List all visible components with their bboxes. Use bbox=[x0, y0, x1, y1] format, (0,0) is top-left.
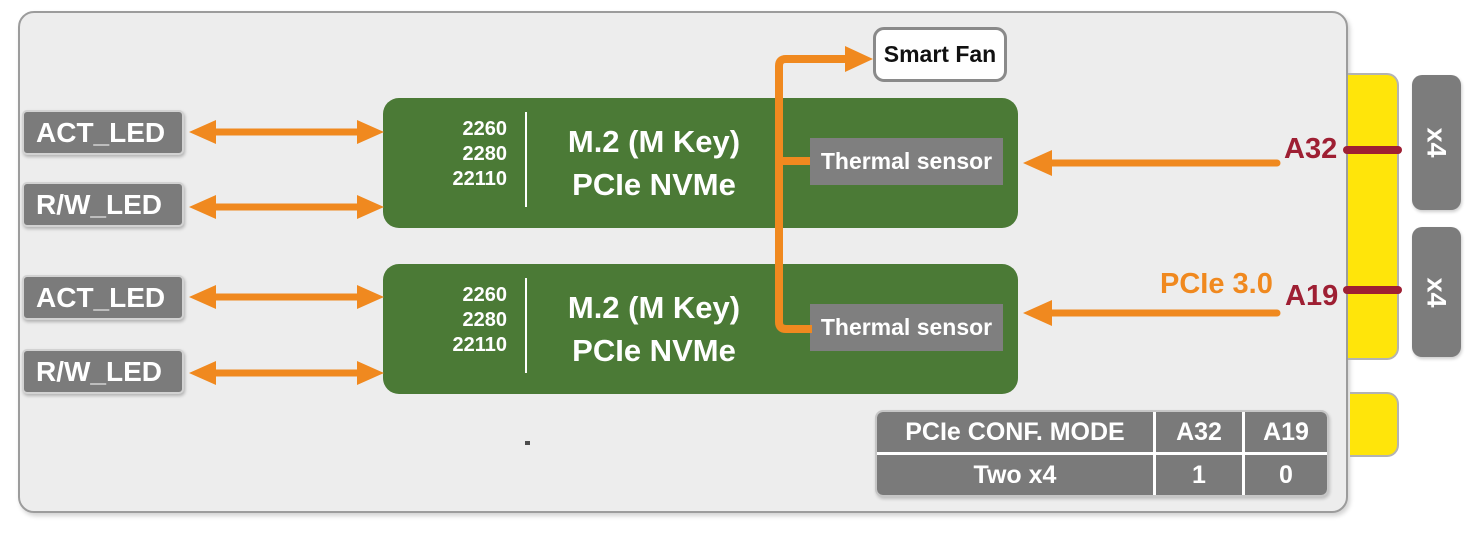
x4-lane-tab-2: x4 bbox=[1412, 227, 1461, 357]
m2-size: 2260 bbox=[462, 284, 508, 306]
m2-size: 2280 bbox=[462, 143, 508, 165]
m2-size: 2280 bbox=[462, 309, 508, 331]
rw-led-badge-1: R/W_LED bbox=[22, 182, 184, 227]
table-cell-a32-value: 1 bbox=[1156, 455, 1242, 495]
x4-lane-tab-2-label: x4 bbox=[1421, 276, 1452, 308]
thermal-sensor-2: Thermal sensor bbox=[810, 304, 1003, 351]
pcie-conf-mode-table: PCIe CONF. MODE A32 A19 Two x4 1 0 bbox=[875, 410, 1329, 497]
table-cell-mode-value: Two x4 bbox=[877, 455, 1153, 495]
x4-lane-tab-1: x4 bbox=[1412, 75, 1461, 210]
m2-module-1-sizes: 2260 2280 22110 bbox=[441, 117, 507, 192]
m2-module-2-sizes: 2260 2280 22110 bbox=[441, 283, 507, 358]
a32-pin-label: A32 bbox=[1284, 133, 1338, 165]
pcie-gen-label: PCIe 3.0 bbox=[1160, 268, 1273, 300]
m2-module-2: 2260 2280 22110 M.2 (M Key) PCIe NVMe Th… bbox=[383, 264, 1018, 394]
pcie-edge-connector-aux bbox=[1350, 392, 1399, 457]
m2-size: 2260 bbox=[462, 118, 508, 140]
smart-fan-box: Smart Fan bbox=[873, 27, 1007, 82]
stray-dot-mark bbox=[525, 441, 530, 445]
thermal-sensor-1: Thermal sensor bbox=[810, 138, 1003, 185]
pcie-edge-connector-main bbox=[1348, 73, 1399, 360]
m2-size: 22110 bbox=[452, 168, 507, 190]
m2-size-divider bbox=[525, 112, 527, 207]
table-header-a19: A19 bbox=[1245, 412, 1327, 452]
m2-module-1: 2260 2280 22110 M.2 (M Key) PCIe NVMe Th… bbox=[383, 98, 1018, 228]
m2-module-1-title: M.2 (M Key) PCIe NVMe bbox=[529, 120, 779, 206]
a19-pin-label: A19 bbox=[1285, 280, 1339, 312]
table-cell-a19-value: 0 bbox=[1245, 455, 1327, 495]
m2-title-line: PCIe NVMe bbox=[572, 167, 736, 202]
m2-size-divider bbox=[525, 278, 527, 373]
table-header-a32: A32 bbox=[1156, 412, 1242, 452]
table-header-mode: PCIe CONF. MODE bbox=[877, 412, 1153, 452]
act-led-badge-1: ACT_LED bbox=[22, 110, 184, 155]
m2-title-line: M.2 (M Key) bbox=[567, 124, 741, 159]
x4-lane-tab-1-label: x4 bbox=[1421, 127, 1452, 158]
act-led-badge-2: ACT_LED bbox=[22, 275, 184, 320]
m2-title-line: PCIe NVMe bbox=[572, 333, 736, 368]
m2-module-2-title: M.2 (M Key) PCIe NVMe bbox=[529, 286, 779, 372]
rw-led-badge-2: R/W_LED bbox=[22, 349, 184, 394]
m2-size: 22110 bbox=[452, 334, 507, 356]
m2-title-line: M.2 (M Key) bbox=[567, 290, 741, 325]
